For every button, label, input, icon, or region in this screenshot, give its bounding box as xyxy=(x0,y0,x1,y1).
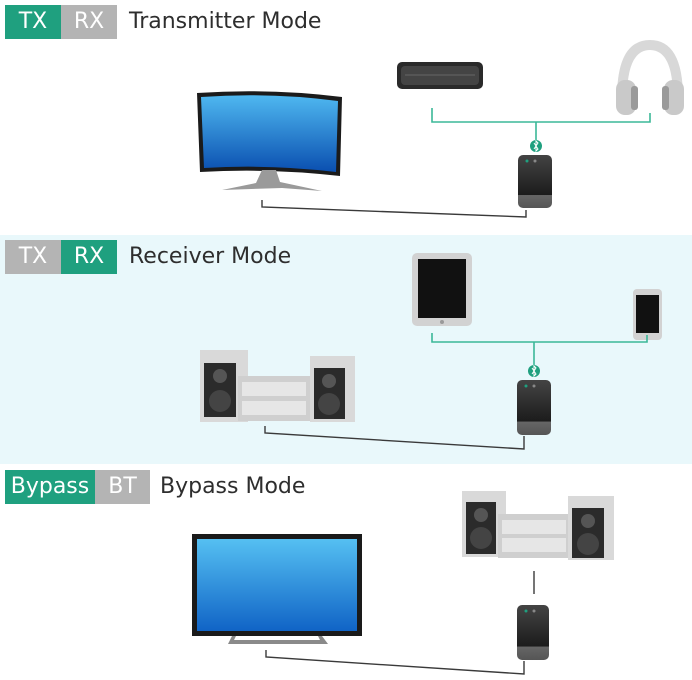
adapter-device-icon xyxy=(517,380,551,435)
tx-tag: TX xyxy=(5,240,61,274)
bluetooth-icon xyxy=(530,139,542,153)
mode-title: Bypass Mode xyxy=(160,474,306,499)
receiver-mode-section: TX RX Receiver Mode xyxy=(0,235,692,464)
rx-tag: RX xyxy=(61,5,117,39)
tablet-icon xyxy=(412,253,472,326)
receiver-diagram xyxy=(200,253,662,450)
bypass-tag: Bypass xyxy=(5,470,95,504)
bt-tag: BT xyxy=(95,470,150,504)
bluetooth-icon xyxy=(528,364,540,378)
adapter-device-icon xyxy=(517,605,549,660)
transmitter-diagram xyxy=(197,39,684,218)
bypass-mode-section: Bypass BT Bypass Mode xyxy=(0,464,692,680)
mode-title: Receiver Mode xyxy=(129,244,292,269)
adapter-device-icon xyxy=(518,155,552,208)
soundbar-icon xyxy=(397,62,483,89)
stereo-system-icon xyxy=(200,350,355,422)
flat-tv-icon xyxy=(192,534,362,644)
smartphone-icon xyxy=(633,289,662,340)
transmitter-mode-section: TX RX Transmitter Mode xyxy=(0,0,692,232)
rx-tag: RX xyxy=(61,240,117,274)
tx-tag: TX xyxy=(5,5,61,39)
headphones-icon xyxy=(616,39,684,115)
mode-title: Transmitter Mode xyxy=(129,9,322,34)
bypass-diagram xyxy=(192,491,614,675)
stereo-system-icon xyxy=(462,491,614,560)
curved-monitor-icon xyxy=(197,91,342,191)
